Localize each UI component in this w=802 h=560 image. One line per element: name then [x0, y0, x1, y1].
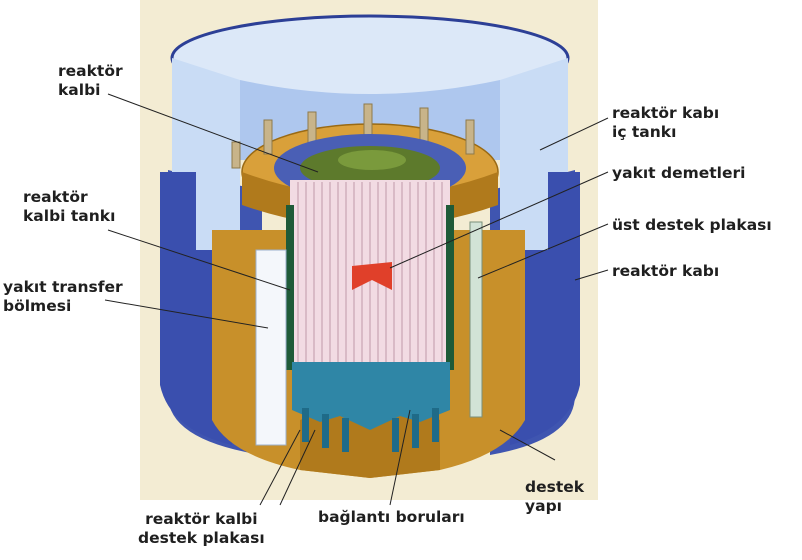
transfer-pipe-right	[469, 221, 483, 418]
core-tank-wall-left	[286, 205, 294, 370]
reactor-vessel-right	[510, 172, 580, 445]
label-upper-support: üst destek plakası	[612, 216, 772, 234]
label-reactor-vessel: reaktör kabı	[612, 262, 720, 280]
core-tank-wall-right	[446, 205, 454, 370]
fuel-transfer-column	[255, 249, 287, 446]
leader-lines	[104, 93, 609, 506]
fuel-highlight	[352, 262, 392, 290]
fuel-rods	[297, 182, 443, 368]
support-legs	[302, 408, 439, 452]
core-support-plate	[292, 362, 450, 430]
label-pipes: bağlantı boruları	[318, 508, 465, 526]
core-top-middle	[338, 150, 406, 170]
top-deck-posts	[231, 103, 475, 169]
label-fuel-assemblies: yakıt demetleri	[612, 164, 746, 182]
